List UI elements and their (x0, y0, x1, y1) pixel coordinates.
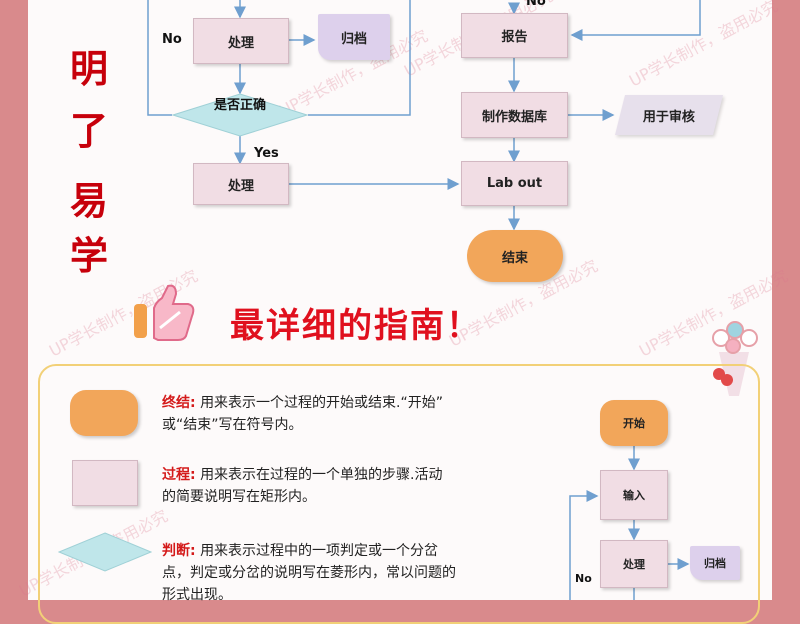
process-symbol (72, 460, 138, 506)
terminal-description: 终结: 用来表示一个过程的开始或结束.“开始” 或“结束”写在符号内。 (162, 395, 444, 433)
vertical-title-char: 学 (70, 233, 109, 278)
archive-node: 归档 (318, 14, 390, 60)
process-description: 过程: 用来表示在过程的一个单独的步骤.活动 的简要说明写在矩形内。 (162, 467, 443, 505)
decision-node (172, 93, 308, 137)
yes-label: Yes (254, 146, 279, 161)
decision-symbol (58, 532, 152, 572)
process-node: 处理 (193, 18, 289, 64)
terminal-term: 终结: (162, 395, 196, 411)
guide-title: 最详细的指南！ (230, 306, 482, 346)
database-node: 制作数据库 (461, 92, 568, 138)
archive-node-label: 归档 (340, 31, 367, 47)
terminal-symbol (70, 390, 138, 436)
decision-node-label: 是否正确 (213, 98, 266, 113)
mini-start-node: 开始 (600, 400, 668, 446)
report-node: 报告 (461, 13, 568, 58)
labout-node: Lab out (461, 161, 568, 206)
process-node: 处理 (193, 163, 289, 205)
decision-term: 判断: (162, 543, 196, 559)
review-node: 用于审核 (615, 95, 723, 135)
end-node-label: 结束 (501, 250, 528, 266)
mini-process-node: 处理 (600, 540, 668, 588)
mini-no-label: No (575, 572, 592, 585)
labout-node-label: Lab out (486, 176, 543, 191)
vertical-title-char: 明 (70, 46, 109, 91)
no-label: No (162, 32, 182, 47)
bouquet-icon (712, 321, 758, 396)
process-node-label: 处理 (227, 178, 254, 194)
mini-input-node: 输入 (600, 470, 668, 520)
no-label: No (526, 0, 546, 9)
database-node-label: 制作数据库 (481, 109, 547, 125)
vertical-title-char: 易 (70, 178, 109, 223)
process-term: 过程: (162, 467, 196, 483)
flow-connectors (147, 0, 701, 600)
thumbs-up-icon (134, 284, 195, 341)
mini-archive-node: 归档 (690, 546, 740, 580)
decision-description: 判断: 用来表示过程中的一项判定或一个分岔 点，判定或分岔的说明写在菱形内，常以… (162, 543, 456, 603)
report-node-label: 报告 (501, 30, 528, 45)
review-node-label: 用于审核 (642, 109, 695, 125)
end-node: 结束 (467, 230, 563, 282)
vertical-title-char: 了 (70, 108, 109, 153)
process-node-label: 处理 (227, 35, 254, 51)
